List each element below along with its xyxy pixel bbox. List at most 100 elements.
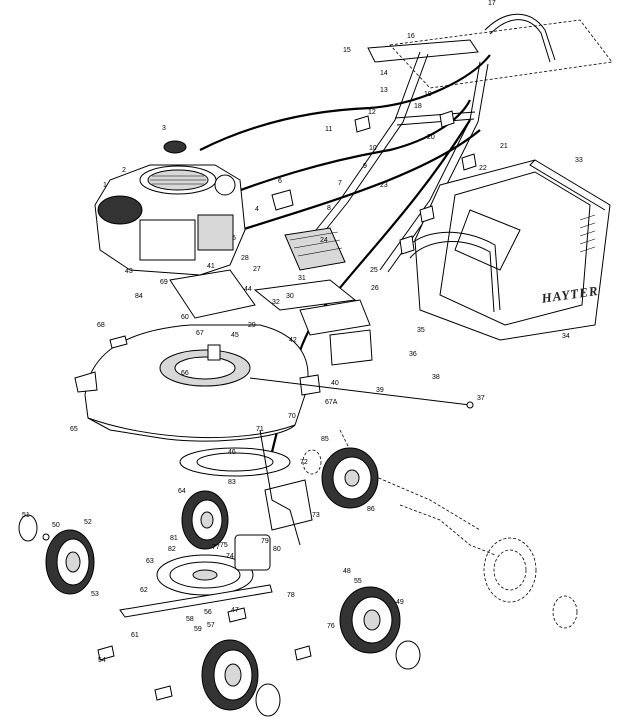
- callout-52: 52: [84, 519, 92, 526]
- callout-3: 3: [162, 125, 166, 132]
- callout-7: 7: [338, 180, 342, 187]
- callout-35: 35: [417, 327, 425, 334]
- callout-59: 59: [194, 626, 202, 633]
- callout-5: 5: [232, 235, 236, 242]
- callout-61: 61: [131, 632, 139, 639]
- callout-27: 27: [253, 266, 261, 273]
- callout-72: 72: [300, 459, 308, 466]
- wheel-rear-left: [201, 639, 281, 717]
- grass-collector: HAYTER: [404, 159, 611, 341]
- callout-68: 68: [97, 322, 105, 329]
- callout-66: 66: [181, 370, 189, 377]
- callout-41: 41: [207, 263, 215, 270]
- callout-2: 2: [122, 167, 126, 174]
- callout-14: 14: [380, 70, 388, 77]
- callout-30: 30: [286, 293, 294, 300]
- callout-81: 81: [170, 535, 178, 542]
- callout-10: 10: [369, 145, 377, 152]
- callout-49: 49: [396, 599, 404, 606]
- handle-assembly: [299, 13, 613, 273]
- callout-83: 83: [228, 479, 236, 486]
- callout-13: 13: [380, 87, 388, 94]
- callout-33: 33: [575, 157, 583, 164]
- callout-78: 78: [287, 592, 295, 599]
- mounting-plates: [169, 227, 373, 366]
- callout-65: 65: [70, 426, 78, 433]
- callout-56: 56: [204, 609, 212, 616]
- callout-86: 86: [367, 506, 375, 513]
- callout-51: 51: [22, 512, 30, 519]
- callout-73: 73: [312, 512, 320, 519]
- callout-76: 76: [327, 623, 335, 630]
- callout-48: 48: [343, 568, 351, 575]
- drive-assembly: [119, 429, 481, 618]
- callout-75: 75: [220, 542, 228, 549]
- callout-11: 11: [325, 126, 332, 133]
- wheels: [18, 447, 578, 717]
- callout-18: 18: [414, 103, 422, 110]
- callout-4: 4: [255, 206, 259, 213]
- callout-63: 63: [146, 558, 154, 565]
- callout-53: 53: [91, 591, 99, 598]
- callout-17: 17: [488, 0, 496, 7]
- callout-74: 74: [226, 553, 234, 560]
- fuel-cap: [163, 140, 187, 154]
- callout-1: 1: [103, 182, 107, 189]
- wheel-optional: [399, 504, 578, 629]
- callout-32: 32: [272, 299, 280, 306]
- callout-82: 82: [168, 546, 176, 553]
- callout-36: 36: [409, 351, 417, 358]
- mower-deck: [74, 324, 321, 442]
- callout-55: 55: [354, 578, 362, 585]
- callout-46: 46: [228, 449, 236, 456]
- callout-84: 84: [135, 293, 143, 300]
- callout-80: 80: [273, 546, 281, 553]
- callout-20: 20: [427, 134, 435, 141]
- callout-85: 85: [321, 436, 329, 443]
- callout-69: 69: [160, 279, 168, 286]
- callout-37: 37: [477, 395, 485, 402]
- callout-34: 34: [562, 333, 570, 340]
- callout-62: 62: [140, 587, 148, 594]
- callout-54: 54: [98, 657, 106, 664]
- wheel-rear-right: [339, 586, 421, 670]
- wheel-center: [181, 490, 229, 550]
- callout-38: 38: [432, 374, 440, 381]
- callout-9: 9: [363, 163, 367, 170]
- engine-assembly: [94, 140, 246, 276]
- callout-47: 47: [231, 607, 239, 614]
- callout-15: 15: [343, 47, 351, 54]
- hardware: [97, 110, 477, 701]
- callout-40: 40: [331, 380, 339, 387]
- callout-28: 28: [241, 255, 249, 262]
- callout-45: 45: [231, 332, 239, 339]
- callout-77: 77: [212, 544, 220, 551]
- callout-8: 8: [327, 205, 331, 212]
- callout-67A: 67A: [325, 399, 338, 406]
- callout-6: 6: [278, 178, 282, 185]
- wheel-front-left: [18, 514, 95, 595]
- callout-58: 58: [186, 616, 194, 623]
- callout-23: 23: [380, 182, 388, 189]
- callout-24: 24: [320, 237, 328, 244]
- callout-31: 31: [298, 275, 306, 282]
- callout-19: 19: [424, 91, 432, 98]
- wheel-upper-right: [302, 447, 379, 509]
- axle-rod: [249, 377, 471, 406]
- callout-79: 79: [261, 538, 269, 545]
- callout-44: 44: [244, 286, 252, 293]
- callout-42: 42: [289, 337, 297, 344]
- callout-50: 50: [52, 522, 60, 529]
- callout-22: 22: [479, 165, 487, 172]
- callout-67: 67: [196, 330, 204, 337]
- callout-26: 26: [371, 285, 379, 292]
- callout-64: 64: [178, 488, 186, 495]
- callout-70: 70: [288, 413, 296, 420]
- callout-57: 57: [207, 622, 215, 629]
- callout-29: 29: [248, 322, 256, 329]
- callout-21: 21: [500, 143, 508, 150]
- callout-43: 43: [125, 268, 133, 275]
